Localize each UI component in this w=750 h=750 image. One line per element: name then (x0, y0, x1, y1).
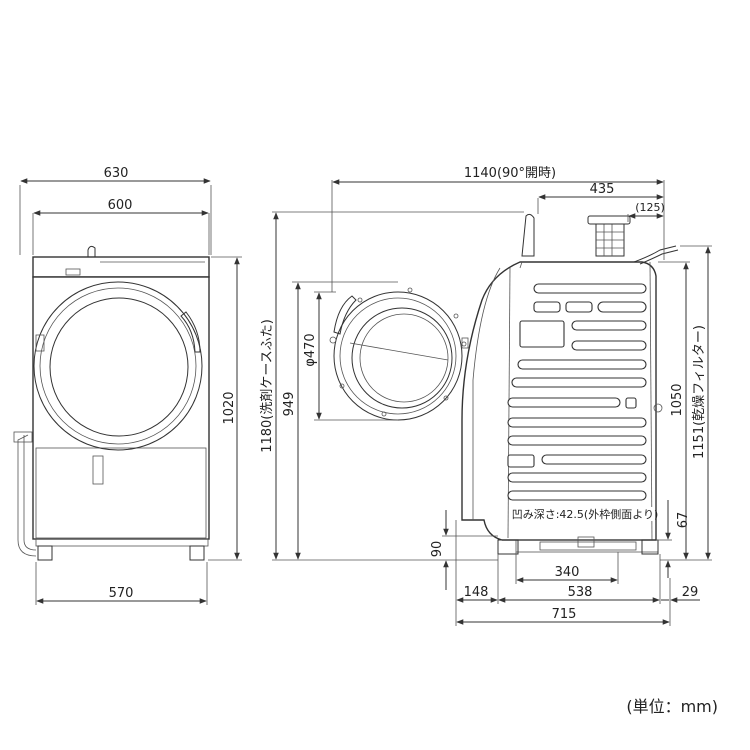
dim-side-height-detergent-lid: 1180(洗剤ケースふた) (259, 319, 275, 453)
front-door-ring (33, 281, 203, 451)
side-water-hose (633, 245, 677, 263)
dim-side-width-148: 148 (464, 585, 489, 600)
side-view: 1140(90°開時) 435 (125) 1180(洗剤ケースふた) 949 … (259, 166, 712, 626)
front-door-glass (49, 297, 189, 437)
dim-front-height: 1020 (222, 391, 237, 424)
front-service-panel (92, 455, 104, 485)
dim-side-width-filter: (125) (635, 201, 665, 214)
recess-note-box (516, 507, 654, 521)
dim-front-width-body: 600 (108, 198, 133, 213)
front-view: 630 600 570 1020 (13, 166, 242, 605)
side-open-door (329, 287, 469, 421)
front-water-inlet (87, 245, 96, 257)
dim-side-height-dry-filter: 1151(乾燥フィルター) (692, 325, 707, 459)
recess-depth-note: 凹み深さ:42.5(外枠側面より) (512, 507, 659, 521)
side-top-handle (521, 213, 535, 257)
unit-label: (単位：mm) (626, 697, 718, 716)
dim-front-width-base: 570 (109, 586, 134, 601)
front-hose (17, 434, 37, 557)
dim-side-width-29: 29 (682, 585, 699, 600)
dim-side-door-center-height: 949 (282, 392, 297, 417)
dim-side-door-diameter: φ470 (303, 333, 318, 366)
front-base (35, 538, 209, 547)
front-door-handle (180, 311, 201, 353)
front-top-panel (32, 256, 210, 278)
side-foot-rear (641, 539, 659, 555)
front-foot-right (189, 545, 205, 561)
dim-front-width-total: 630 (104, 166, 129, 181)
dim-side-height-90: 90 (430, 541, 445, 558)
front-foot-left (37, 545, 53, 561)
side-foot-front (497, 539, 519, 555)
dim-side-height-67: 67 (676, 512, 691, 529)
dim-side-width-340: 340 (555, 565, 580, 580)
dim-side-width-door-open: 1140(90°開時) (464, 166, 556, 181)
front-body (32, 276, 210, 540)
dim-side-width-top: 435 (590, 182, 615, 197)
front-hose-clamp (13, 431, 33, 443)
dim-side-depth-total: 715 (552, 607, 577, 622)
dim-side-width-538: 538 (568, 585, 593, 600)
dim-side-height-body: 1050 (670, 383, 685, 416)
